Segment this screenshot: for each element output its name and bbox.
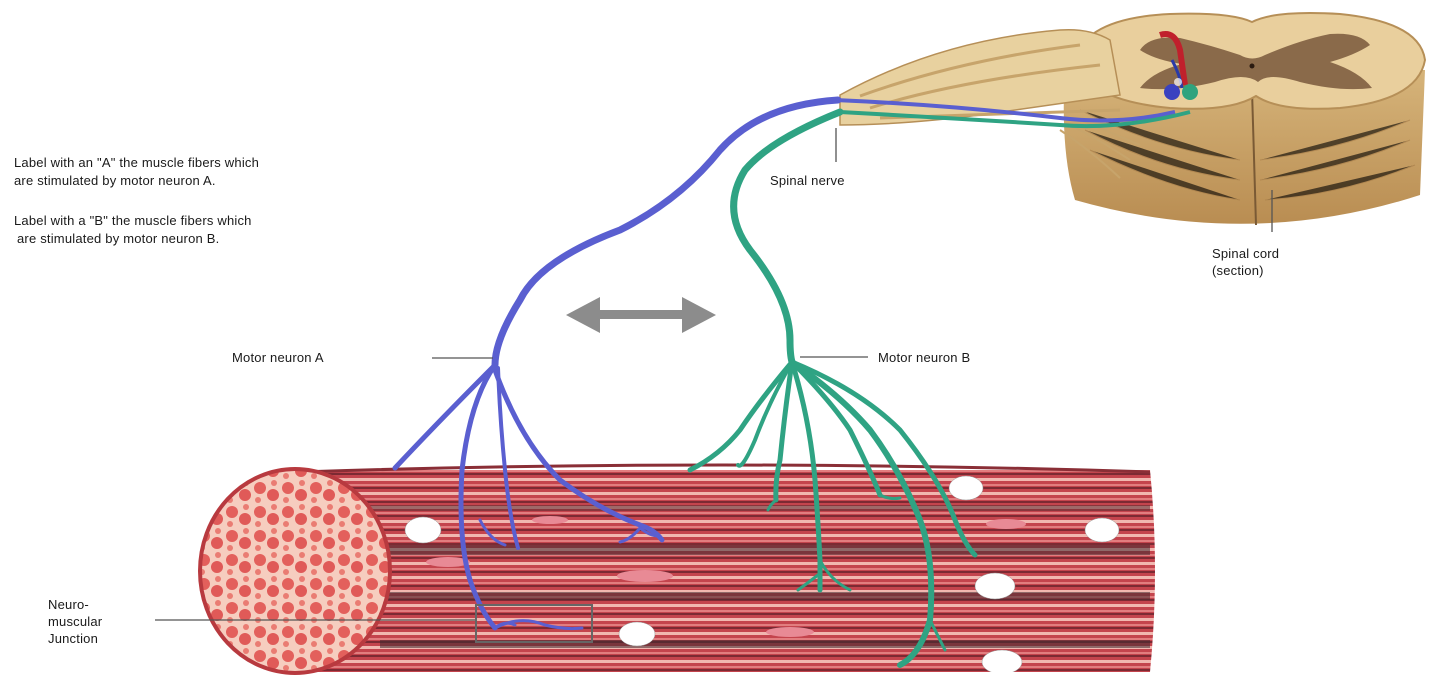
muscle-cross-section — [200, 469, 390, 673]
motor-neuron-a-label: Motor neuron A — [232, 349, 324, 366]
muscle-fiber-bundle — [290, 468, 1160, 674]
nmj-label-line3: Junction — [48, 630, 98, 647]
muscle-fascicle — [200, 465, 1160, 674]
instruction-a-line2: are stimulated by motor neuron A. — [14, 172, 216, 189]
spinal-nerve-label: Spinal nerve — [770, 172, 845, 189]
nmj-label-line2: muscular — [48, 613, 102, 630]
nmj-label-line1: Neuro- — [48, 596, 89, 613]
instruction-b-line1: Label with a "B" the muscle fibers which — [14, 212, 252, 229]
instruction-b-line2: are stimulated by motor neuron B. — [17, 230, 219, 247]
instruction-a-line1: Label with an "A" the muscle fibers whic… — [14, 154, 259, 171]
spinal-cord-label-line1: Spinal cord — [1212, 245, 1279, 262]
motor-neuron-b-label: Motor neuron B — [878, 349, 970, 366]
spinal-cord-label-line2: (section) — [1212, 262, 1264, 279]
double-arrow-icon — [566, 297, 716, 333]
